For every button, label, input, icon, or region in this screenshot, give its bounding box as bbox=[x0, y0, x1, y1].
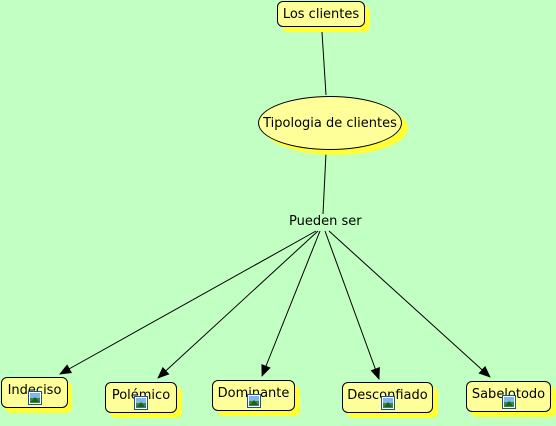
image-icon[interactable] bbox=[134, 396, 148, 410]
arrow-to-indeciso bbox=[59, 230, 317, 375]
image-icon[interactable] bbox=[501, 395, 516, 409]
center-concept-label: Tipologia de clientes bbox=[263, 115, 397, 131]
line-root-to-center bbox=[321, 31, 327, 96]
root-concept-node[interactable]: Los clientes bbox=[277, 1, 365, 27]
image-icon[interactable] bbox=[246, 394, 261, 408]
image-icon[interactable] bbox=[380, 396, 395, 410]
type-node-label: Polémico bbox=[112, 388, 170, 403]
type-node-desconfiado[interactable]: Desconfiado bbox=[342, 382, 433, 413]
type-node-polemico[interactable]: Polémico bbox=[105, 382, 177, 413]
center-concept-node[interactable]: Tipologia de clientes bbox=[258, 96, 402, 150]
type-node-dominante[interactable]: Dominante bbox=[212, 380, 295, 411]
line-center-to-phrase bbox=[322, 152, 327, 215]
type-node-indeciso[interactable]: Indeciso bbox=[1, 377, 68, 408]
link-phrase: Pueden ser bbox=[287, 214, 364, 229]
arrow-to-sabelotodo bbox=[328, 230, 491, 378]
type-node-label: Dominante bbox=[218, 386, 290, 401]
type-node-label: Indeciso bbox=[8, 383, 62, 398]
arrow-to-dominante bbox=[261, 230, 321, 377]
type-node-label: Desconfiado bbox=[347, 388, 427, 403]
arrow-to-polemico bbox=[157, 230, 319, 379]
type-node-label: Sabelotodo bbox=[472, 387, 545, 402]
type-node-sabelotodo[interactable]: Sabelotodo bbox=[466, 381, 551, 412]
image-icon[interactable] bbox=[27, 391, 42, 405]
root-concept-label: Los clientes bbox=[282, 6, 360, 22]
arrow-to-desconfiado bbox=[324, 230, 380, 380]
